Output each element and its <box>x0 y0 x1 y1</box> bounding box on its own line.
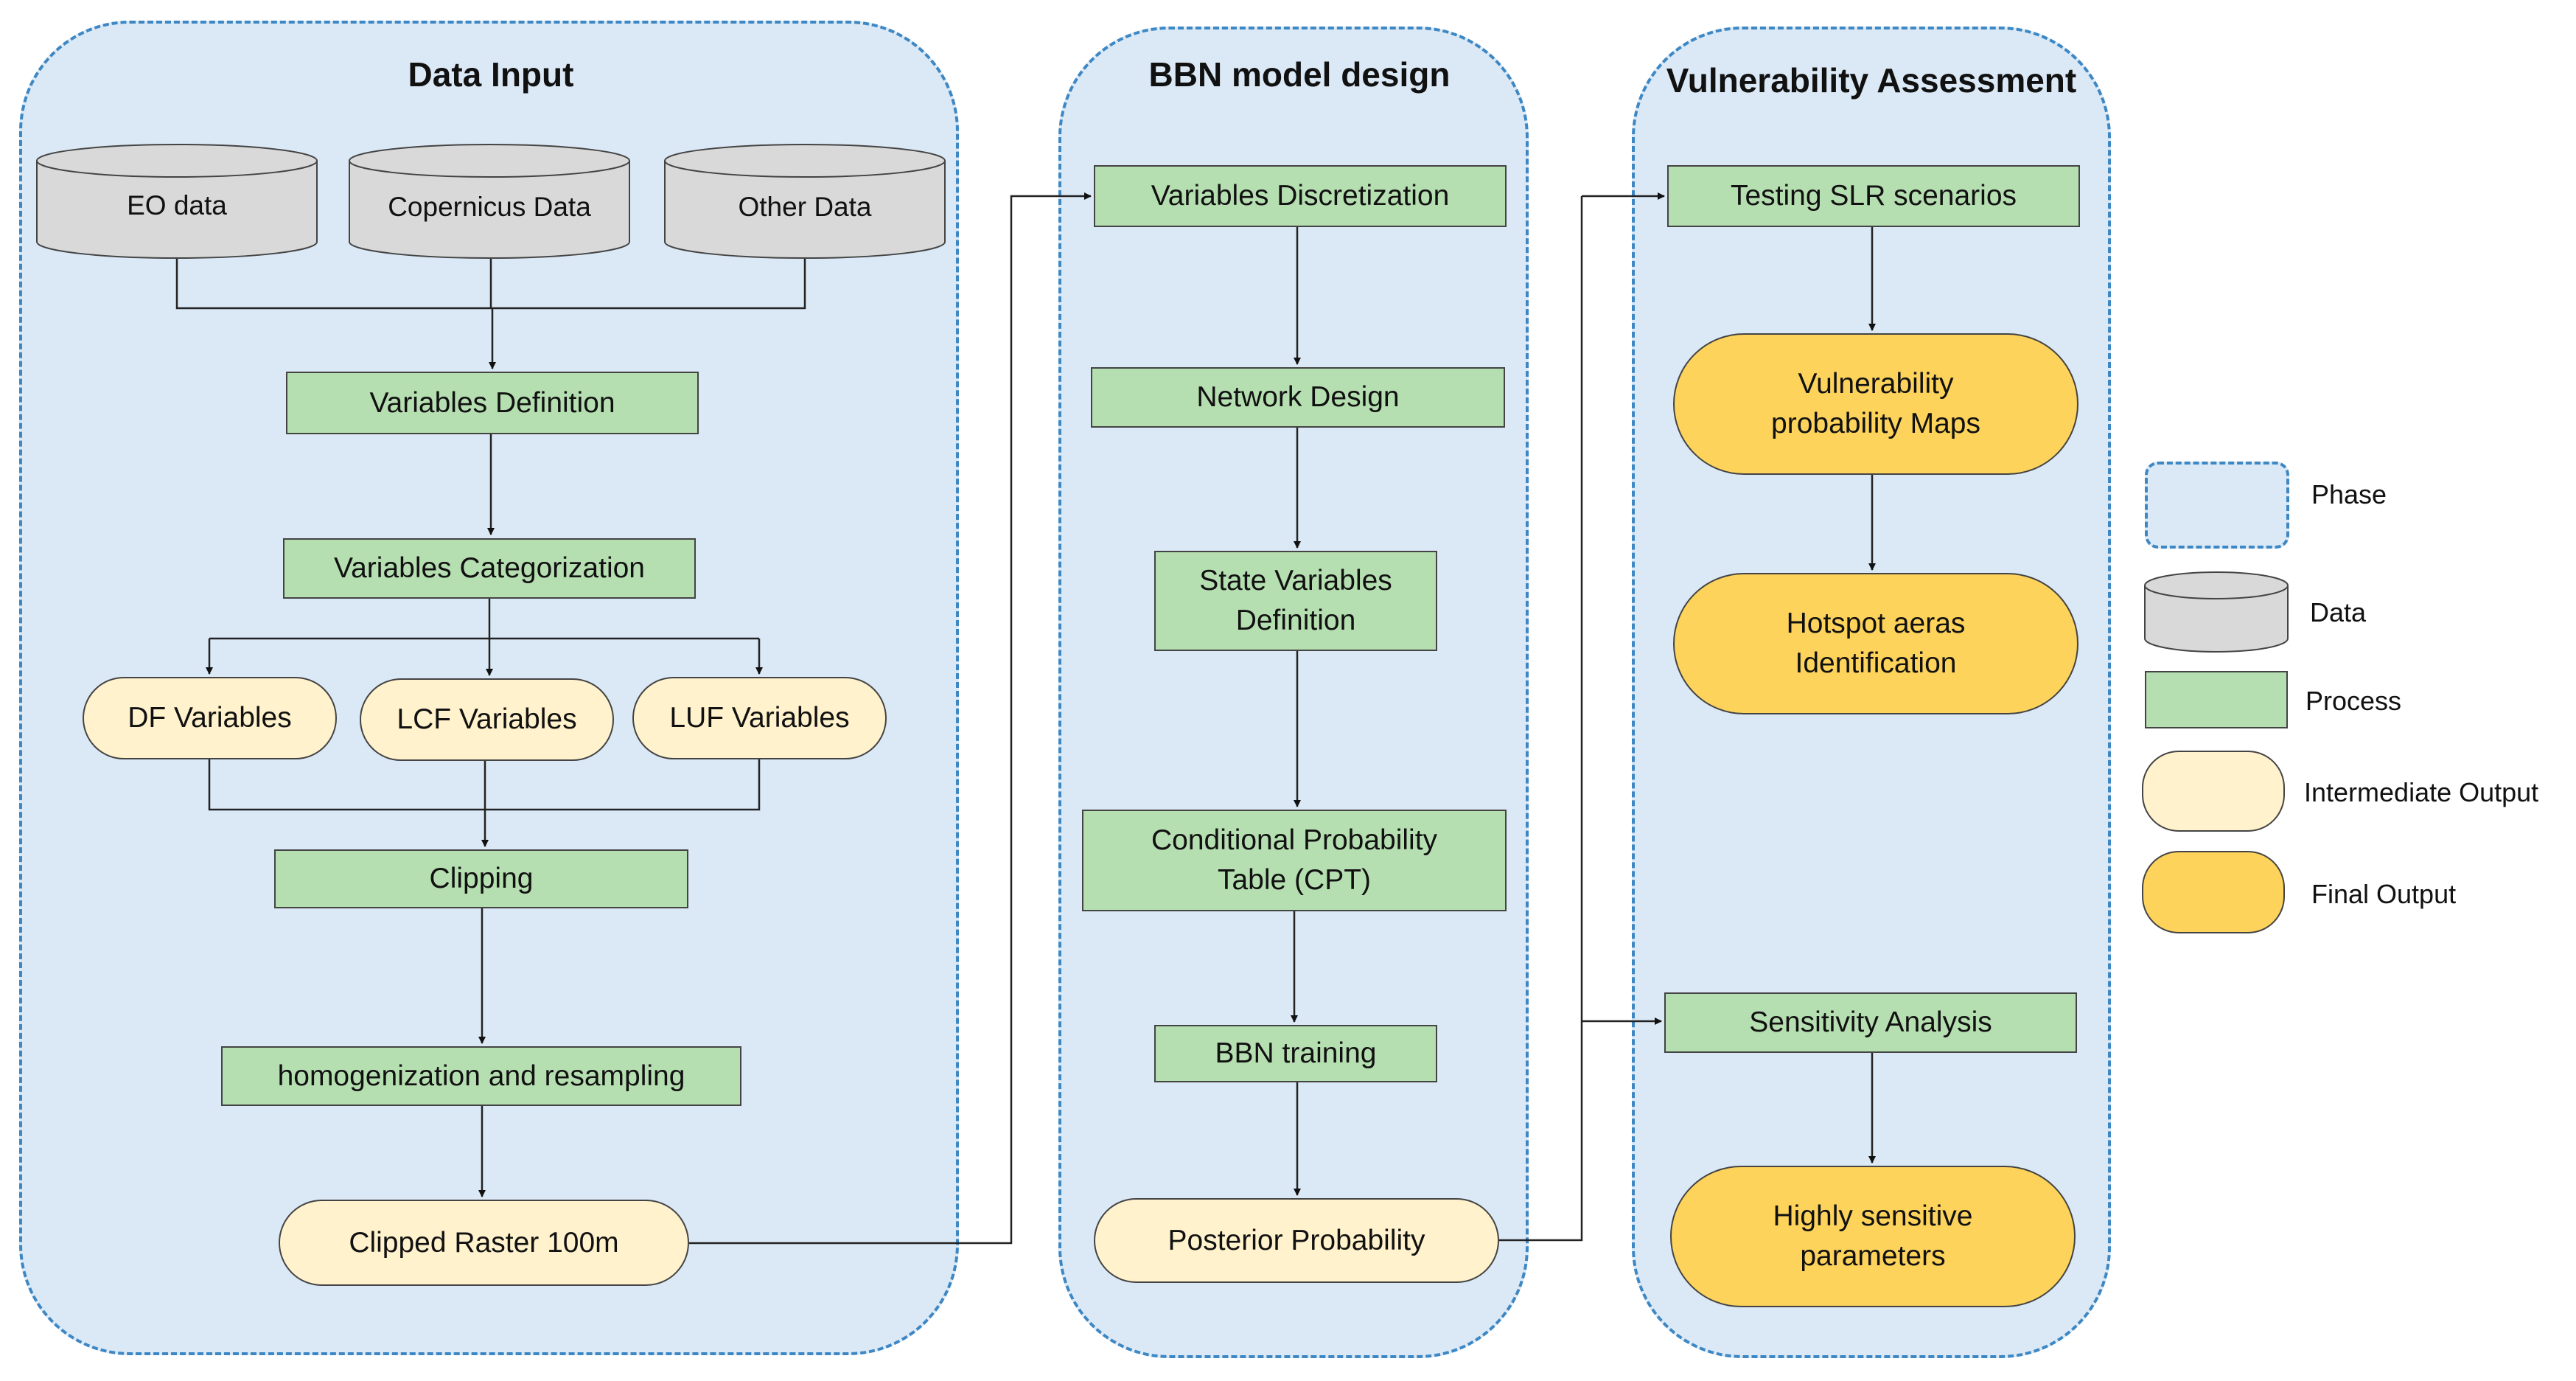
output-luf-variables: LUF Variables <box>632 677 887 759</box>
legend-intermediate-swatch <box>2142 751 2285 832</box>
legend-process-label: Process <box>2306 686 2402 716</box>
process-network-design-label: Network Design <box>1196 381 1400 413</box>
final-hotspot-label: Hotspot aeras Identification <box>1787 604 1966 683</box>
legend-intermediate-label: Intermediate Output <box>2304 777 2539 807</box>
final-highly-sensitive-line2: parameters <box>1800 1240 1946 1272</box>
output-df-variables-label: DF Variables <box>128 702 292 734</box>
final-hotspot-line1: Hotspot aeras <box>1786 608 1966 639</box>
database-cylinder-icon <box>2144 571 2289 653</box>
database-cylinder-icon <box>36 144 318 259</box>
process-homogenization-resampling: homogenization and resampling <box>221 1046 741 1106</box>
process-clipping-label: Clipping <box>429 863 534 894</box>
process-cpt-label: Conditional Probability Table (CPT) <box>1151 821 1437 900</box>
final-hotspot-areas-identification: Hotspot aeras Identification <box>1673 573 2078 714</box>
final-vulnerability-maps-label: Vulnerability probability Maps <box>1771 364 1980 444</box>
process-conditional-probability-table: Conditional Probability Table (CPT) <box>1082 810 1507 911</box>
process-clipping: Clipping <box>274 849 688 908</box>
process-variables-categorization: Variables Categorization <box>283 538 696 599</box>
phase-title-bbn-model-design: BBN model design <box>1148 55 1451 94</box>
phase-title-data-input: Data Input <box>408 55 574 94</box>
final-vulnerability-probability-maps: Vulnerability probability Maps <box>1673 333 2078 475</box>
process-sensitivity-analysis: Sensitivity Analysis <box>1664 992 2077 1053</box>
phase-bbn-model-design <box>1058 27 1529 1358</box>
process-variables-discretization: Variables Discretization <box>1094 165 1507 227</box>
output-posterior-probability: Posterior Probability <box>1094 1198 1499 1283</box>
final-hotspot-line2: Identification <box>1795 647 1957 679</box>
process-bbn-training: BBN training <box>1154 1025 1437 1082</box>
legend-process-swatch <box>2145 671 2288 728</box>
output-lcf-variables: LCF Variables <box>360 678 614 761</box>
process-state-variables-definition: State Variables Definition <box>1154 551 1437 651</box>
phase-title-vulnerability-assessment: Vulnerability Assessment <box>1666 61 2077 100</box>
process-state-variables-line2: Definition <box>1235 605 1356 636</box>
output-luf-variables-label: LUF Variables <box>669 702 850 734</box>
process-variables-definition: Variables Definition <box>286 372 699 434</box>
process-state-variables-line1: State Variables <box>1199 565 1392 596</box>
process-cpt-line1: Conditional Probability <box>1151 824 1438 856</box>
data-eo-label: EO data <box>127 190 227 220</box>
final-vulnerability-maps-line2: probability Maps <box>1771 408 1980 439</box>
process-variables-definition-label: Variables Definition <box>369 386 615 419</box>
output-clipped-raster-label: Clipped Raster 100m <box>349 1226 619 1259</box>
legend-final-label: Final Output <box>2311 879 2457 909</box>
process-network-design: Network Design <box>1091 367 1505 428</box>
database-cylinder-icon <box>664 144 946 259</box>
process-variables-categorization-label: Variables Categorization <box>333 552 645 584</box>
legend-phase-label: Phase <box>2311 479 2387 509</box>
process-testing-slr-scenarios-label: Testing SLR scenarios <box>1730 180 2017 212</box>
legend-phase-swatch <box>2145 462 2289 549</box>
process-variables-discretization-label: Variables Discretization <box>1151 180 1450 212</box>
output-df-variables: DF Variables <box>83 677 337 759</box>
output-lcf-variables-label: LCF Variables <box>397 703 577 735</box>
legend-final-swatch <box>2142 851 2285 933</box>
data-copernicus: Copernicus Data <box>348 143 631 260</box>
data-eo: EO data <box>35 143 318 260</box>
legend-data-label: Data <box>2310 597 2367 627</box>
output-posterior-probability-label: Posterior Probability <box>1167 1224 1425 1256</box>
final-highly-sensitive-label: Highly sensitive parameters <box>1773 1197 1973 1276</box>
process-state-variables-definition-label: State Variables Definition <box>1199 561 1392 641</box>
data-other-label: Other Data <box>738 192 872 222</box>
process-testing-slr-scenarios: Testing SLR scenarios <box>1667 165 2080 227</box>
process-cpt-line2: Table (CPT) <box>1217 864 1372 896</box>
final-highly-sensitive-parameters: Highly sensitive parameters <box>1670 1166 2076 1307</box>
database-cylinder-icon <box>349 144 630 259</box>
process-bbn-training-label: BBN training <box>1215 1037 1377 1069</box>
data-copernicus-label: Copernicus Data <box>388 192 591 222</box>
final-highly-sensitive-line1: Highly sensitive <box>1773 1200 1973 1232</box>
data-other: Other Data <box>663 143 946 260</box>
process-sensitivity-analysis-label: Sensitivity Analysis <box>1749 1006 1992 1038</box>
legend-data-swatch <box>2143 571 2289 653</box>
process-homogenization-resampling-label: homogenization and resampling <box>277 1060 685 1092</box>
final-vulnerability-maps-line1: Vulnerability <box>1798 368 1954 400</box>
output-clipped-raster: Clipped Raster 100m <box>279 1200 689 1286</box>
